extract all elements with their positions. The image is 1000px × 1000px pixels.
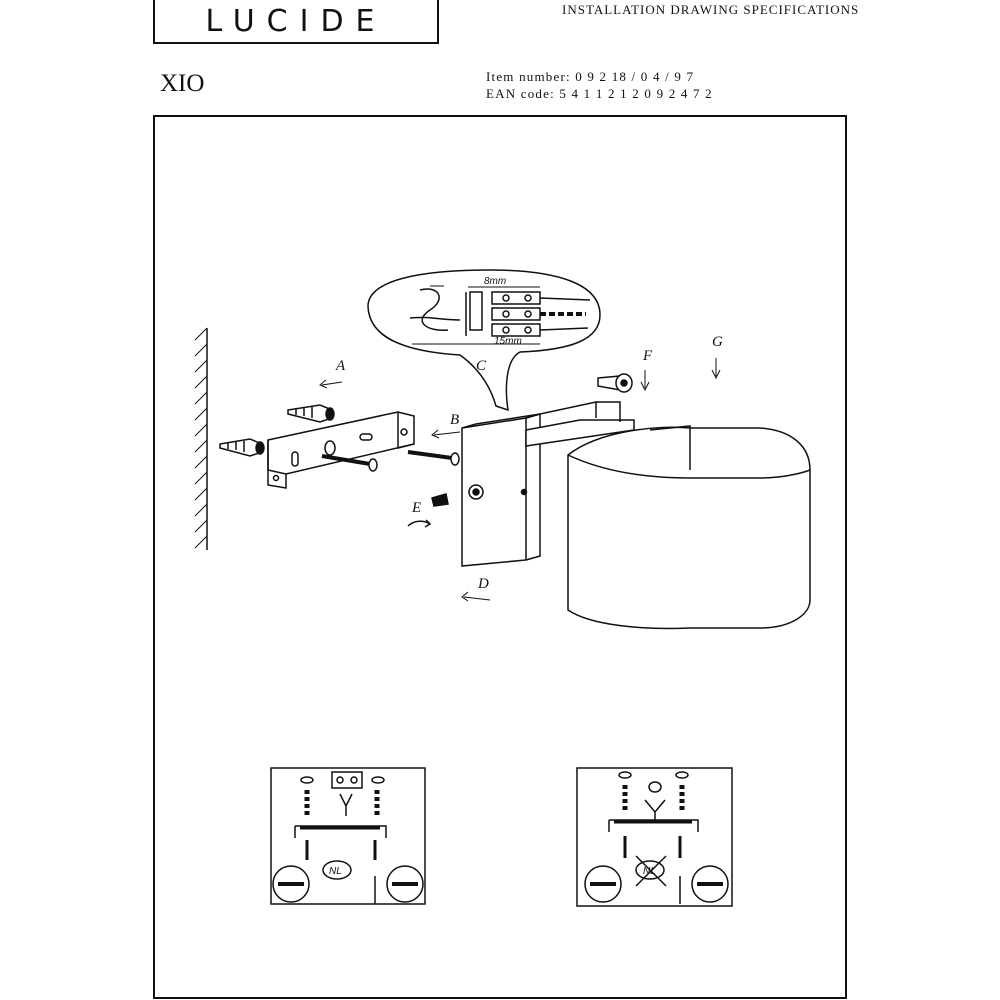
wall-plug-upper [287,404,335,423]
document-title: INSTALLATION DRAWING SPECIFICATIONS [562,2,860,17]
instruction-panel-2 [576,767,733,907]
ean-code: EAN code: 5 4 1 1 2 1 2 0 9 2 4 7 2 [486,86,713,101]
label-a: A [335,358,346,374]
product-meta: Item number: 0 9 2 18 / 0 4 / 9 7 EAN co… [486,68,713,102]
wall [194,327,208,550]
dimension-8mm: 8mm [484,276,506,287]
item-number: Item number: 0 9 2 18 / 0 4 / 9 7 [486,69,695,84]
brand-logo: LUCIDE [153,0,439,44]
part-f [597,373,633,393]
instruction-panel-1 [270,767,426,905]
mounting-bracket [267,411,415,489]
product-name: XIO [160,70,205,97]
dimension-15mm: 15mm [494,336,522,347]
panel-1-badge: NL [329,866,342,877]
label-c: C [476,358,487,374]
label-d: D [477,576,489,592]
label-g: G [712,334,723,350]
wiring-detail [367,269,601,412]
screw-lower [321,454,378,472]
arrows [319,358,721,602]
drawing-frame [153,115,847,999]
screw-e [407,493,449,528]
label-f: F [642,348,653,364]
lamp-shade [567,425,811,630]
label-e: E [411,500,421,516]
wall-plug-lower [219,438,265,457]
panel-2-badge: NL [643,866,656,877]
label-b: B [450,412,459,428]
screw-upper [407,450,460,466]
brand-logo-text: LUCIDE [205,4,387,39]
lamp-base-plate [461,413,541,567]
